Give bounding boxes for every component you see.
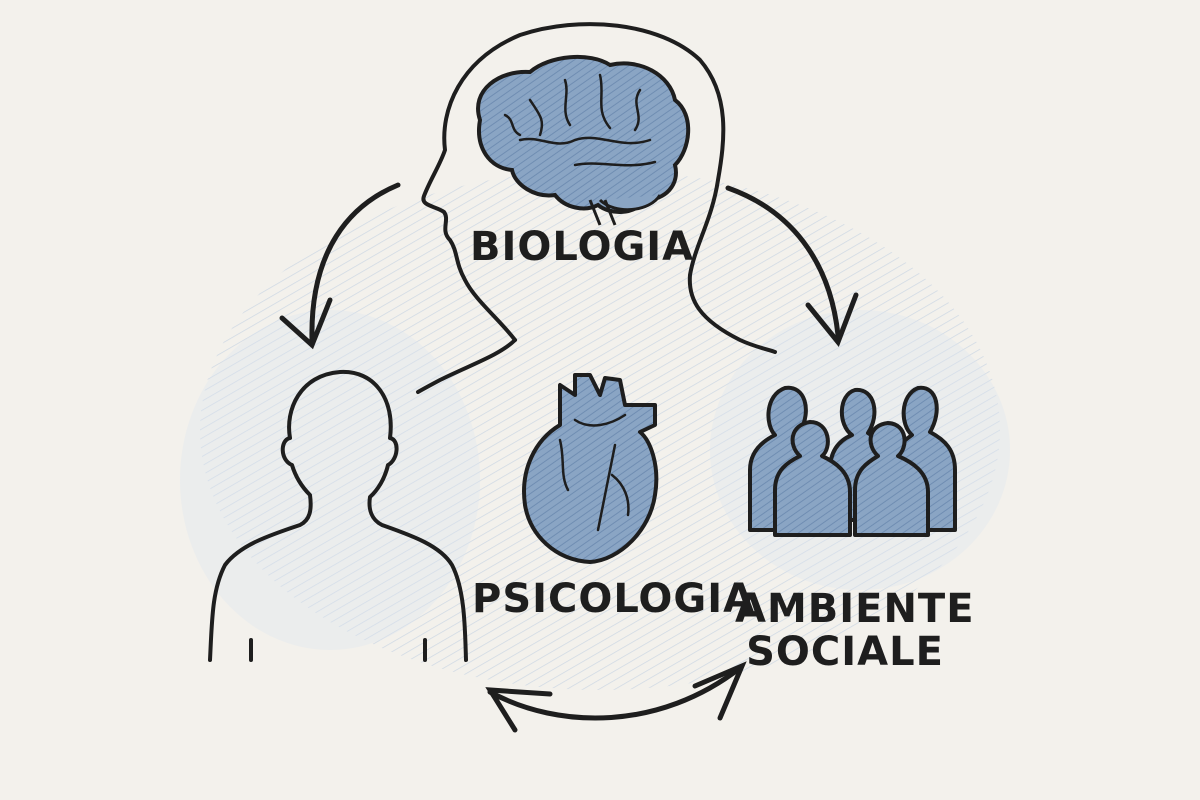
head-outline-icon [416, 22, 777, 394]
heart-icon [522, 373, 659, 564]
label-biologia: BIOLOGIA [470, 224, 695, 270]
label-ambiente-line-1: AMBIENTE [735, 586, 975, 632]
label-ambiente-line-2: SOCIALE [746, 629, 944, 676]
brain-icon [476, 54, 691, 226]
arrow-biologia-to-psicologia [279, 182, 401, 350]
arrow-biologia-to-ambiente [725, 185, 859, 347]
label-psicologia: PSICOLOGIA [472, 576, 756, 622]
group-of-people-icon [748, 385, 957, 537]
arrow-psicologia-ambiente-bidirectional [485, 661, 747, 733]
label-ambiente-sociale: AMBIENTE SOCIALE [735, 586, 975, 676]
person-silhouette-icon [208, 369, 468, 662]
